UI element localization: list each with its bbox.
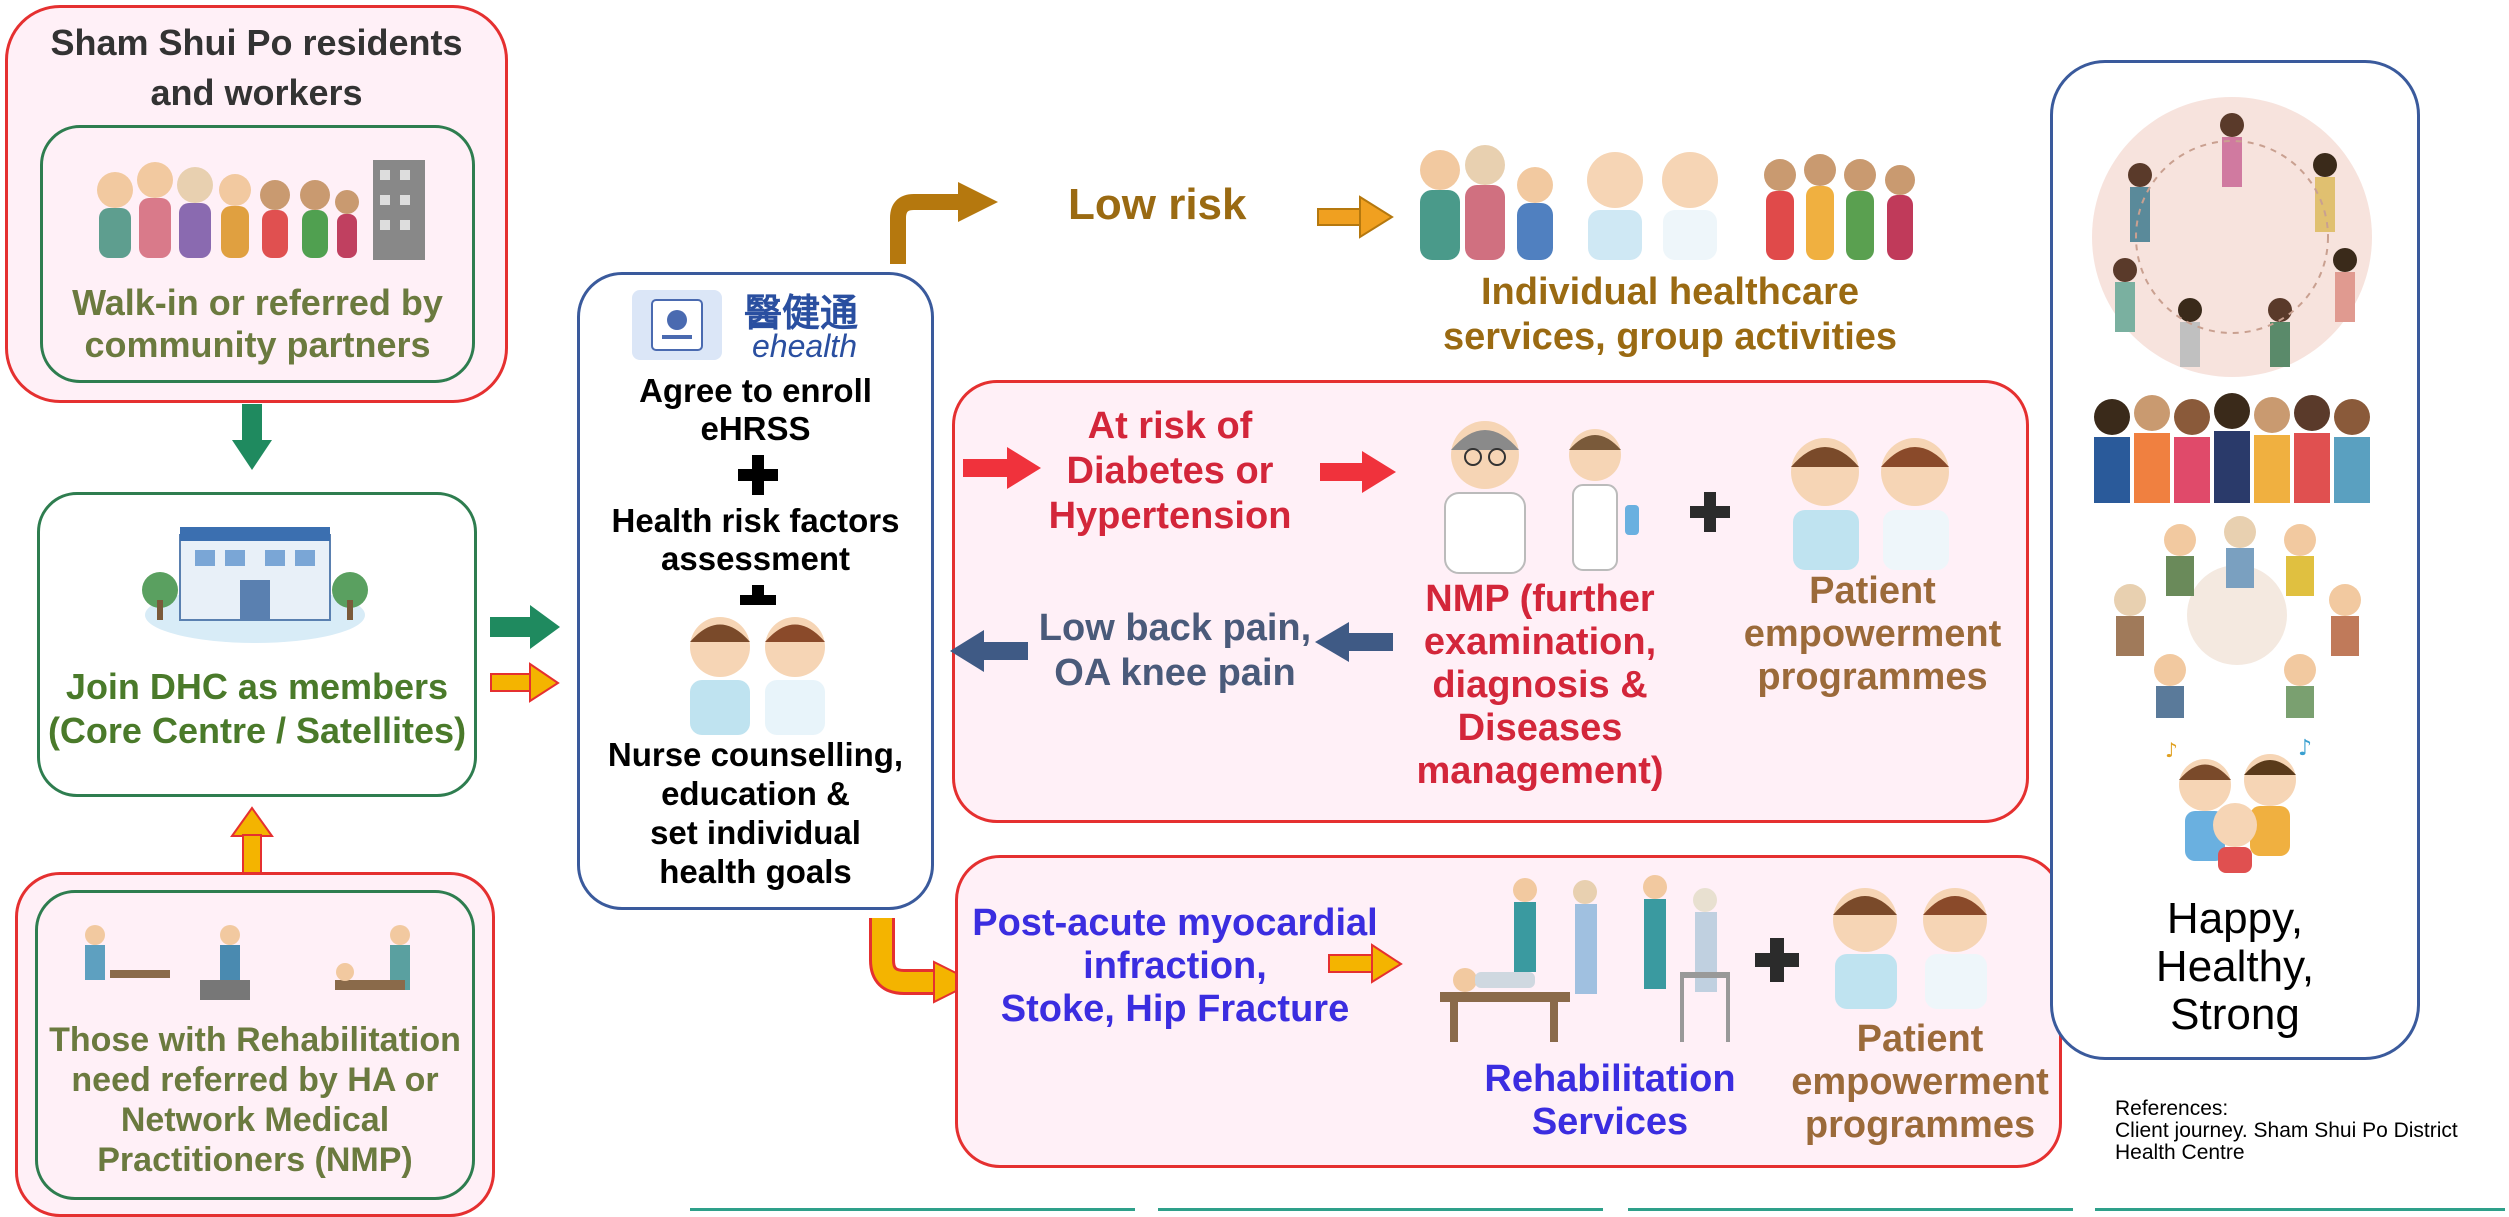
- back-pain-in-arrow-icon: [1315, 622, 1393, 662]
- ehealth-chinese-text: 醫健通: [744, 291, 859, 335]
- low-risk-bent-arrow-icon: [890, 182, 998, 264]
- bottom-divider: [1628, 1208, 2073, 1211]
- ehealth-latin-text: ehealth: [752, 328, 857, 364]
- at-risk-in-arrow-icon: [963, 447, 1041, 489]
- nurses-illustration: [690, 617, 825, 735]
- rehab-row-box: [955, 855, 2062, 1168]
- family-illustration: [97, 160, 425, 260]
- nurses-illustration: [1791, 438, 1949, 570]
- seated-group-illustration: [2114, 516, 2361, 718]
- rehab-need-inner-box: [35, 890, 475, 1200]
- references-heading: References:: [2115, 1097, 2229, 1120]
- rehab-bent-arrow-icon: [869, 918, 977, 1004]
- svg-text:♪: ♪: [2165, 738, 2178, 762]
- bottom-divider: [1158, 1208, 1603, 1211]
- diverse-people-illustration: [2094, 393, 2370, 503]
- dhc-building-illustration: [142, 527, 368, 643]
- at-risk-to-nmp-arrow-icon: [1320, 451, 1396, 493]
- orange-right-arrow-icon: [490, 662, 560, 703]
- plus-icon: [1690, 492, 1730, 532]
- back-pain-text: Low back pain,OA knee pain: [1038, 607, 1312, 694]
- plus-icon: [1755, 938, 1799, 982]
- low-risk-arrow-icon: [1317, 195, 1394, 239]
- back-pain-arrow-icon: [950, 630, 1028, 672]
- doctors-illustration: [1444, 421, 1639, 574]
- rehab-services-illustration: [1440, 875, 1730, 1042]
- join-dhc-text: Join DHC as members(Core Centre / Satell…: [47, 666, 467, 751]
- rehab-row-arrow-icon: [1328, 943, 1403, 984]
- people-circle-illustration: [2092, 97, 2372, 377]
- happy-kids-illustration: ♪ ♪: [2165, 736, 2312, 873]
- rehab-illustration: [85, 925, 410, 1000]
- community-group-illustration: [1420, 145, 1915, 260]
- up-arrow-icon: [230, 806, 274, 878]
- low-risk-label: Low risk: [1068, 180, 1247, 229]
- bottom-divider: [690, 1208, 1135, 1211]
- down-arrow-icon: [232, 404, 272, 470]
- green-right-arrow-icon: [490, 605, 560, 649]
- outcome-text: Happy,Healthy,Strong: [2155, 894, 2315, 1039]
- nurse-text: Nurse counselling,education & set indivi…: [607, 736, 904, 890]
- bottom-divider: [2095, 1208, 2505, 1211]
- nurses-illustration: [1833, 888, 1987, 1009]
- plus-icon-partial: [740, 585, 776, 605]
- plus-icon: [738, 455, 778, 495]
- svg-text:♪: ♪: [2298, 736, 2312, 761]
- ehealth-logo-icon: [632, 290, 722, 360]
